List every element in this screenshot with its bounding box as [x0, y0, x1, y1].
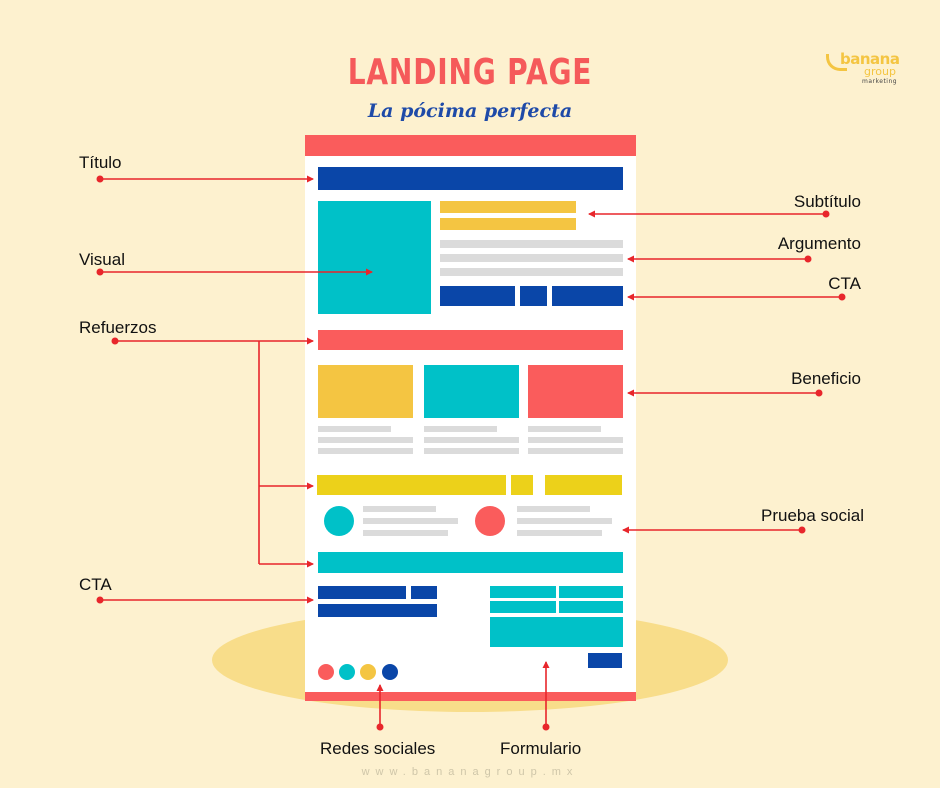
mock-benefit-text — [424, 426, 497, 432]
mock-benefit-text — [318, 437, 413, 443]
mock-argument-line — [440, 268, 623, 276]
mock-testimonial-avatar — [324, 506, 354, 536]
banana-swoosh-icon — [826, 54, 847, 71]
logo-word: banana — [840, 50, 900, 68]
label-redes-sociales: Redes sociales — [320, 739, 436, 758]
mock-cta-block — [318, 586, 406, 599]
page-top-bar — [305, 135, 636, 156]
page-title: LANDING PAGE — [347, 52, 593, 93]
mock-benefit-card — [424, 365, 519, 418]
mock-social-icon — [382, 664, 398, 680]
mock-social-icon — [339, 664, 355, 680]
mock-benefit-text — [424, 448, 519, 454]
mock-argument-line — [440, 240, 623, 248]
mock-benefit-text — [528, 437, 623, 443]
label-refuerzos: Refuerzos — [79, 318, 157, 337]
mock-testimonial-text — [517, 518, 612, 524]
label-formulario: Formulario — [500, 739, 582, 758]
label-cta-right: CTA — [828, 274, 861, 293]
mock-social-icon — [318, 664, 334, 680]
page-bottom-bar — [305, 692, 636, 701]
mock-reinforcement-bar — [545, 475, 622, 495]
mock-benefit-text — [528, 448, 623, 454]
mock-cta-button — [552, 286, 623, 306]
mock-cta-block — [411, 586, 437, 599]
annotation-arrows — [96, 175, 846, 731]
mock-subtitle-line — [440, 201, 576, 213]
mock-form-field — [559, 586, 623, 598]
logo-group: group — [864, 65, 896, 78]
label-titulo: Título — [79, 153, 122, 172]
mock-reinforcement-bar — [318, 330, 623, 350]
label-argumento: Argumento — [777, 234, 861, 253]
mock-benefit-card — [528, 365, 623, 418]
page-mockup — [305, 135, 636, 701]
mock-social-icon — [360, 664, 376, 680]
mock-argument-line — [440, 254, 623, 262]
mock-testimonial-text — [363, 506, 436, 512]
mock-benefit-text — [528, 426, 601, 432]
mock-form-field — [490, 586, 556, 598]
mock-testimonial-text — [517, 506, 590, 512]
mock-reinforcement-bar — [511, 475, 533, 495]
mock-form-field — [490, 601, 556, 613]
mock-title-bar — [318, 167, 623, 190]
mock-visual — [318, 201, 431, 314]
mock-form-submit — [588, 653, 622, 668]
label-beneficio: Beneficio — [791, 369, 861, 388]
footer-url: www.bananagroup.mx — [361, 766, 579, 778]
mock-benefit-text — [424, 437, 519, 443]
label-prueba-social: Prueba social — [760, 506, 864, 525]
page-subtitle: La pócima perfecta — [367, 100, 573, 122]
mock-form-field — [559, 601, 623, 613]
mock-cta-button — [520, 286, 547, 306]
mock-cta-block — [318, 604, 437, 617]
mock-testimonial-avatar — [475, 506, 505, 536]
label-subtitulo: Subtítulo — [793, 192, 861, 211]
banana-group-logo: banana group marketing — [826, 50, 906, 90]
mock-benefit-text — [318, 448, 413, 454]
logo-tagline: marketing — [862, 78, 898, 85]
mock-cta-button — [440, 286, 515, 306]
mock-subtitle-line — [440, 218, 576, 230]
mock-form-textarea — [490, 617, 623, 647]
label-cta-left: CTA — [79, 575, 112, 594]
mock-testimonial-text — [517, 530, 602, 536]
mock-benefit-text — [318, 426, 391, 432]
mock-reinforcement-bar — [317, 475, 506, 495]
label-visual: Visual — [79, 250, 125, 269]
mock-testimonial-text — [363, 530, 448, 536]
mock-benefit-card — [318, 365, 413, 418]
mock-testimonial-text — [363, 518, 458, 524]
mock-reinforcement-bar — [318, 552, 623, 573]
